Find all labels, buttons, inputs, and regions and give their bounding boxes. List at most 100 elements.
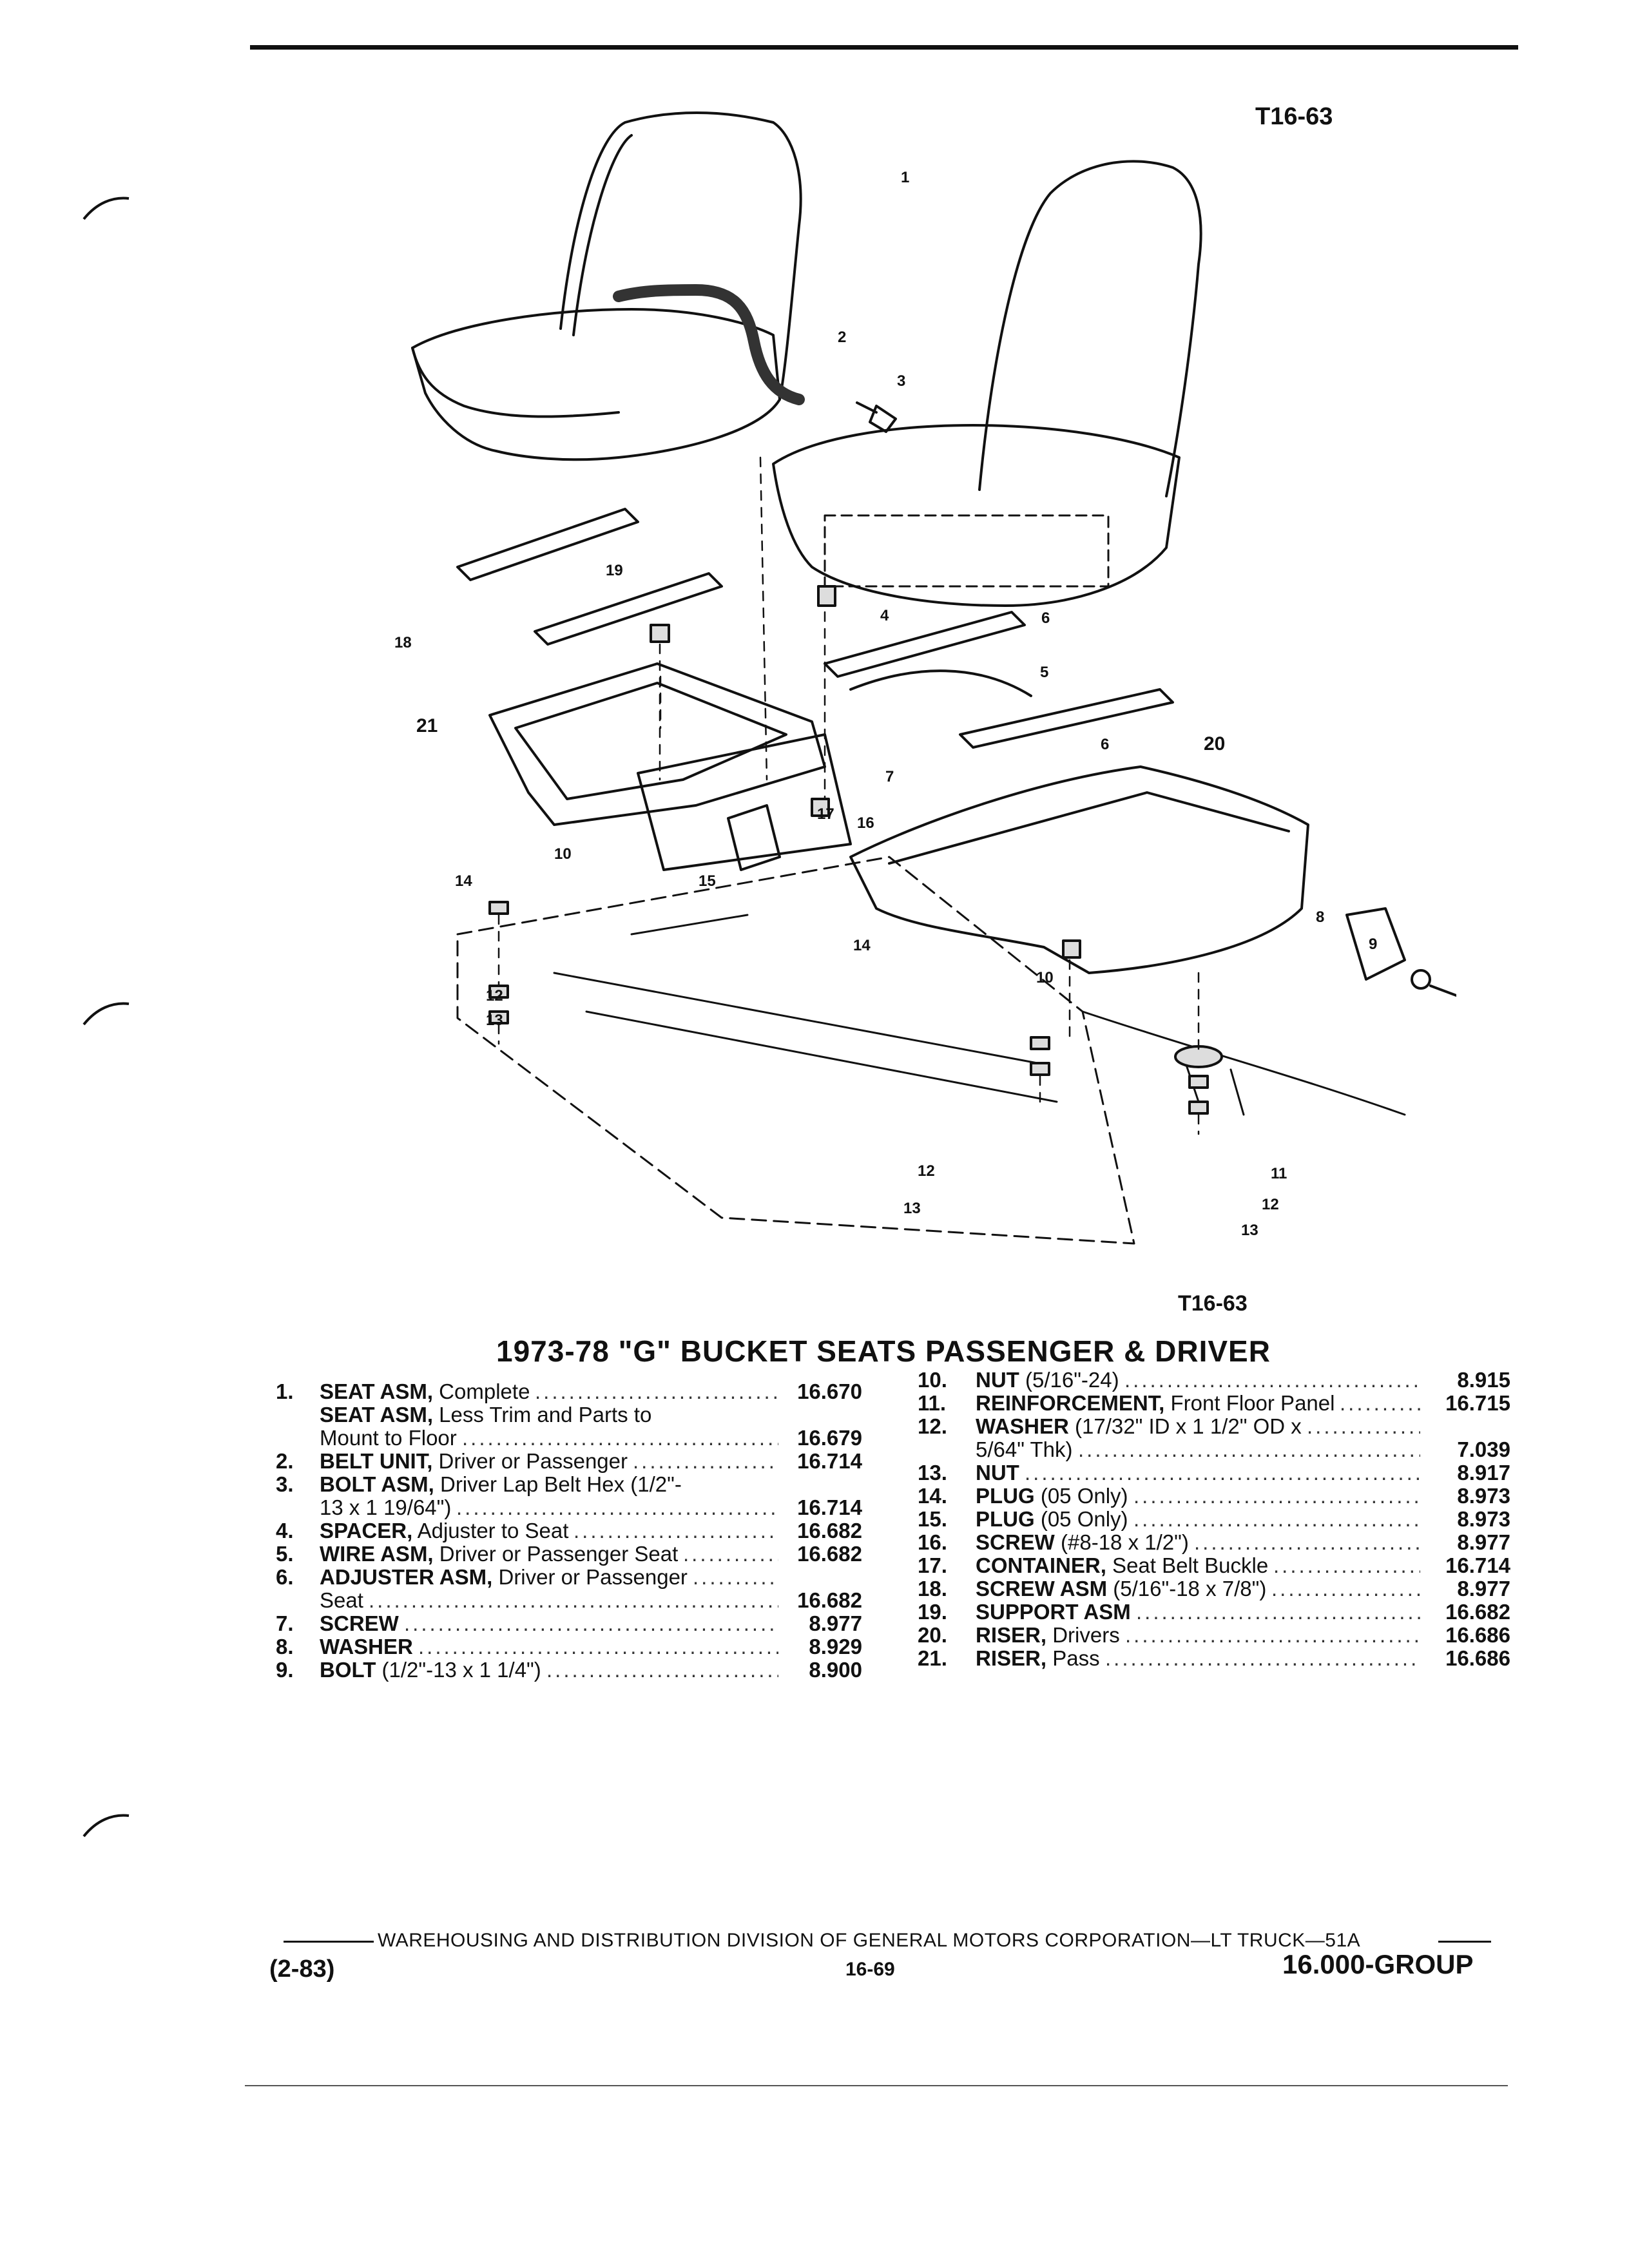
callout: 17 bbox=[817, 805, 834, 823]
callout: 9 bbox=[1369, 936, 1378, 953]
part-desc: Driver or Passenger bbox=[432, 1449, 628, 1473]
dot-leader: ........................................… bbox=[462, 1427, 778, 1450]
part-code: 7.039 bbox=[1457, 1437, 1510, 1461]
binder-mark bbox=[82, 197, 130, 220]
buckle-container-17 bbox=[727, 804, 781, 871]
part-number: 4. bbox=[276, 1519, 294, 1542]
dot-leader: ........................................… bbox=[1125, 1624, 1420, 1647]
part-code: 16.682 bbox=[1445, 1600, 1510, 1624]
right-seat-back bbox=[978, 160, 1202, 497]
part-desc: (05 Only) bbox=[1034, 1484, 1128, 1508]
part-name: SCREW ASM bbox=[976, 1577, 1108, 1600]
dot-leader: ........................................… bbox=[418, 1635, 778, 1658]
footer-date: (2-83) bbox=[269, 1956, 335, 1983]
dot-leader: ........................................… bbox=[369, 1589, 778, 1612]
callout: 16 bbox=[857, 814, 874, 832]
adjuster-rail-6a bbox=[824, 611, 1026, 678]
part-number: 2. bbox=[276, 1449, 294, 1473]
callout: 13 bbox=[903, 1200, 921, 1217]
bottom-rule bbox=[245, 2085, 1508, 2086]
part-name: WASHER bbox=[976, 1414, 1069, 1438]
callout: 10 bbox=[554, 845, 572, 863]
part-number: 7. bbox=[276, 1611, 294, 1635]
footer-line: WAREHOUSING AND DISTRIBUTION DIVISION OF… bbox=[378, 1930, 1361, 1951]
part-number: 8. bbox=[276, 1635, 294, 1658]
part-name: SEAT ASM, bbox=[320, 1403, 434, 1427]
part-desc: 13 x 1 19/64") bbox=[320, 1495, 452, 1519]
callout: 21 bbox=[416, 715, 438, 736]
part-code: 16.714 bbox=[797, 1449, 862, 1473]
dot-leader: ........................................… bbox=[1273, 1554, 1420, 1577]
part-number: 15. bbox=[918, 1507, 947, 1531]
exploded-seat-diagram bbox=[411, 111, 1456, 1245]
part-name: WIRE ASM, bbox=[320, 1542, 434, 1566]
adjuster-rail-6b bbox=[959, 688, 1174, 749]
part-number: 14. bbox=[918, 1484, 947, 1508]
callout: 14 bbox=[455, 872, 472, 890]
part-code: 8.977 bbox=[1457, 1530, 1510, 1554]
part-code: 8.977 bbox=[1457, 1577, 1510, 1600]
dot-leader: ........................................… bbox=[404, 1612, 778, 1635]
callout: 7 bbox=[885, 768, 894, 785]
part-code: 8.929 bbox=[809, 1635, 862, 1658]
part-number: 6. bbox=[276, 1565, 294, 1589]
dot-leader: ........................................… bbox=[1271, 1577, 1420, 1600]
part-code: 16.679 bbox=[797, 1426, 862, 1450]
part-desc: Driver or Passenger Seat bbox=[433, 1542, 679, 1566]
part-desc: (05 Only) bbox=[1034, 1507, 1128, 1531]
seat-belt bbox=[613, 284, 805, 405]
dot-leader: ........................................… bbox=[1124, 1369, 1420, 1392]
part-desc: (#8-18 x 1/2") bbox=[1054, 1530, 1189, 1554]
part-number: 10. bbox=[918, 1368, 947, 1392]
part-name: BELT UNIT, bbox=[320, 1449, 433, 1473]
dot-leader: ........................................… bbox=[1105, 1647, 1420, 1670]
part-code: 16.682 bbox=[797, 1519, 862, 1542]
callout: 12 bbox=[918, 1162, 935, 1180]
dot-leader: ........................................… bbox=[546, 1658, 778, 1682]
part-desc: Less Trim and Parts to bbox=[433, 1403, 652, 1427]
dot-leader: ........................................… bbox=[1133, 1485, 1420, 1508]
part-number: 12. bbox=[918, 1414, 947, 1438]
binder-mark bbox=[82, 1814, 130, 1838]
part-desc: Adjuster to Seat bbox=[412, 1519, 569, 1542]
part-desc: (17/32" ID x 1 1/2" OD x bbox=[1068, 1414, 1302, 1438]
floor-panel bbox=[456, 856, 1135, 1245]
part-name: ADJUSTER ASM, bbox=[320, 1565, 493, 1589]
part-name: REINFORCEMENT, bbox=[976, 1391, 1165, 1415]
part-code: 8.900 bbox=[809, 1658, 862, 1682]
binder-mark bbox=[82, 1002, 130, 1026]
part-number: 21. bbox=[918, 1646, 947, 1670]
part-name: CONTAINER, bbox=[976, 1553, 1106, 1577]
callout: 6 bbox=[1041, 610, 1050, 627]
right-seat-cushion bbox=[772, 424, 1181, 607]
callout: 8 bbox=[1316, 908, 1325, 926]
part-desc: Front Floor Panel bbox=[1164, 1391, 1335, 1415]
footer-rule-right bbox=[1438, 1941, 1491, 1943]
part-code: 8.915 bbox=[1457, 1368, 1510, 1392]
dot-leader: ........................................… bbox=[574, 1519, 778, 1542]
dot-leader: ........................................… bbox=[633, 1450, 778, 1473]
part-code: 8.973 bbox=[1457, 1507, 1510, 1531]
part-number: 3. bbox=[276, 1472, 294, 1496]
support-rail-19a bbox=[456, 508, 639, 581]
part-number: 20. bbox=[918, 1623, 947, 1647]
part-desc: Drivers bbox=[1046, 1623, 1120, 1647]
callout: 18 bbox=[394, 634, 412, 651]
part-name: BOLT bbox=[320, 1658, 376, 1682]
dot-leader: ........................................… bbox=[683, 1542, 778, 1566]
part-desc: Mount to Floor bbox=[320, 1426, 457, 1450]
part-name: WASHER bbox=[320, 1635, 413, 1658]
part-number: 18. bbox=[918, 1577, 947, 1600]
part-desc: (5/16"-24) bbox=[1019, 1368, 1119, 1392]
part-number: 17. bbox=[918, 1553, 947, 1577]
callout: 20 bbox=[1204, 733, 1226, 754]
callout: 12 bbox=[1262, 1196, 1279, 1213]
footer-page-number: 16-69 bbox=[845, 1959, 895, 1980]
part-desc: Driver Lap Belt Hex (1/2"- bbox=[434, 1472, 682, 1496]
part-number: 9. bbox=[276, 1658, 294, 1682]
part-name: SCREW bbox=[320, 1611, 399, 1635]
part-name: SEAT ASM, bbox=[320, 1379, 434, 1403]
part-desc: 5/64" Thk) bbox=[976, 1437, 1073, 1461]
callout: 2 bbox=[838, 329, 847, 346]
